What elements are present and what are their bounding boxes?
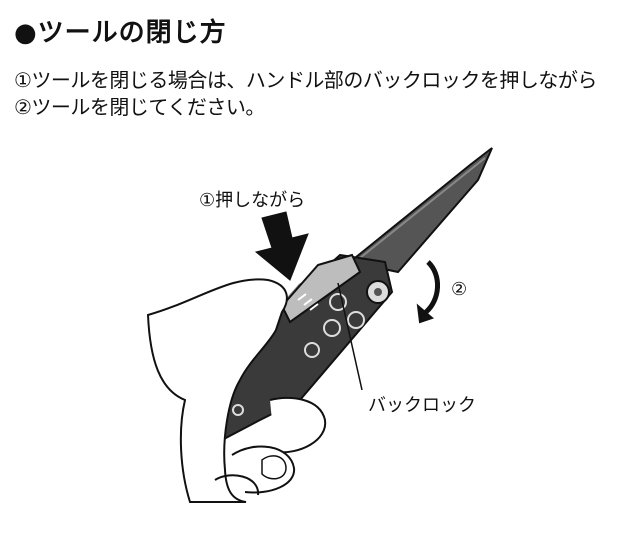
handle-hole: [347, 311, 365, 329]
press-label: ①押しながら: [199, 190, 306, 211]
finger-outline: [269, 396, 327, 454]
rotate-arrow-icon: [424, 260, 440, 314]
handle-hole: [304, 342, 320, 358]
rotate-label: ②: [451, 279, 468, 300]
instruction-line-1: ①ツールを閉じる場合は、ハンドル部のバックロックを押しながら: [14, 68, 597, 92]
pivot-screw-center: [374, 288, 382, 296]
handle-hole: [232, 404, 244, 416]
page-title: ●ツールの閉じ方: [14, 18, 227, 48]
back-lock-label: バックロック: [368, 395, 476, 416]
lock-ridges: [297, 293, 319, 311]
hand-outline: [146, 278, 288, 503]
rotate-arrow-head: [416, 303, 434, 324]
fingernail: [261, 455, 287, 480]
push-arrow-icon: [254, 211, 309, 281]
blade-edge: [359, 157, 486, 259]
handle-hole: [323, 319, 341, 337]
finger-outline: [214, 474, 260, 496]
back-lock-leader-line: [337, 282, 363, 391]
back-lock: [280, 253, 362, 324]
instruction-line-2: ②ツールを閉じてください。: [14, 95, 265, 119]
